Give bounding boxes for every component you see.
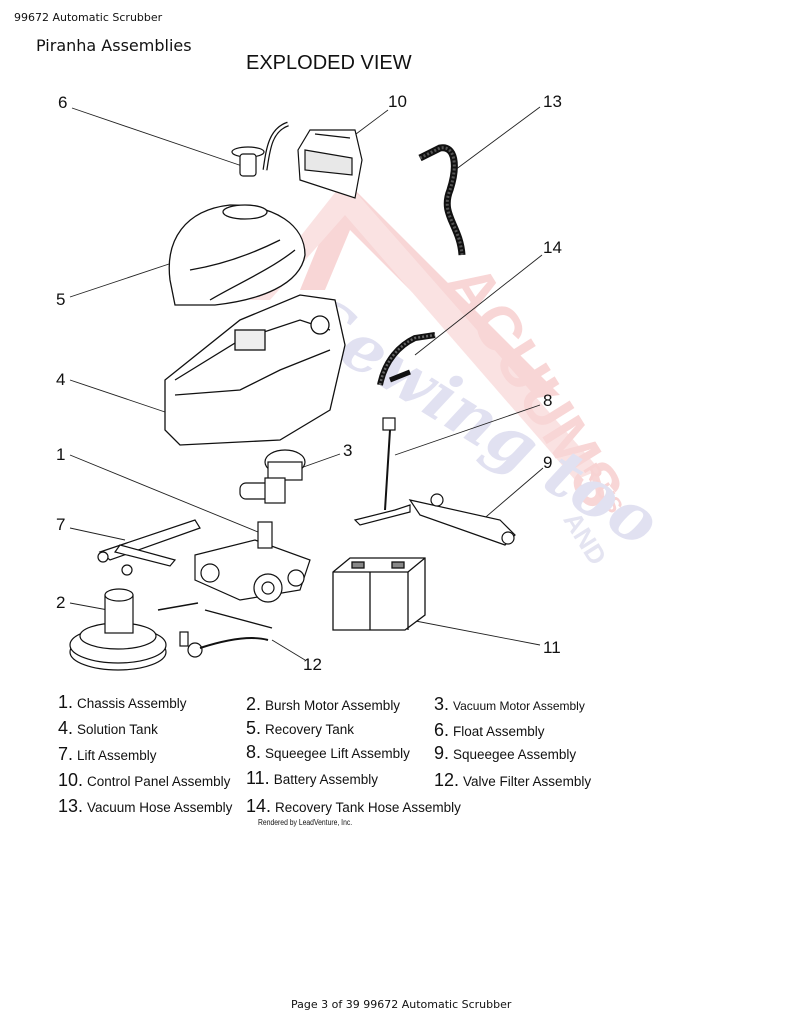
callout-3: 3 — [343, 441, 352, 460]
legend-label: Chassis Assembly — [77, 696, 187, 711]
document-header: 99672 Automatic Scrubber — [14, 11, 163, 24]
callout-11: 11 — [543, 638, 561, 657]
legend-label: Valve Filter Assembly — [463, 774, 592, 789]
squeegee-lift-part — [353, 417, 411, 526]
legend-num: 2. — [246, 694, 262, 714]
legend-num: 9. — [434, 743, 450, 763]
legend-num: 14. — [246, 796, 272, 816]
legend-item: 9.Squeegee Assembly — [434, 743, 576, 764]
legend-item: 8.Squeegee Lift Assembly — [246, 742, 410, 763]
legend-label: Squeegee Assembly — [453, 747, 577, 762]
legend-num: 3. — [434, 694, 450, 714]
diagram-title: EXPLODED VIEW — [246, 52, 412, 74]
float-assembly-part — [231, 121, 290, 177]
render-credit: Rendered by LeadVenture, Inc. — [258, 818, 353, 827]
callout-6: 6 — [58, 93, 67, 112]
legend-item: 1.Chassis Assembly — [58, 692, 187, 713]
lift-assembly-part — [97, 519, 201, 576]
legend-num: 13. — [58, 796, 84, 816]
legend-label: Recovery Tank — [265, 722, 355, 737]
legend-label: Bursh Motor Assembly — [265, 698, 401, 713]
callout-10: 10 — [388, 92, 407, 111]
recovery-tank-part — [168, 204, 306, 306]
legend-num: 1. — [58, 692, 74, 712]
legend-item: 12.Valve Filter Assembly — [434, 770, 591, 791]
legend-num: 10. — [58, 770, 84, 790]
legend-label: Squeegee Lift Assembly — [265, 746, 410, 761]
legend-item: 5.Recovery Tank — [246, 718, 354, 739]
section-title: Piranha Assemblies — [36, 36, 192, 55]
legend-num: 4. — [58, 718, 74, 738]
solution-tank-part — [164, 294, 346, 446]
legend-num: 5. — [246, 718, 262, 738]
control-panel-part — [297, 129, 363, 199]
legend-label: Float Assembly — [453, 724, 545, 739]
legend-item: 11.Battery Assembly — [246, 768, 378, 789]
legend-item: 14.Recovery Tank Hose Assembly — [246, 796, 461, 817]
callout-13: 13 — [543, 92, 562, 111]
legend-item: 3.Vacuum Motor Assembly — [434, 694, 585, 715]
chassis-part — [194, 521, 311, 603]
callout-5: 5 — [56, 290, 65, 309]
callout-4: 4 — [56, 370, 65, 389]
callout-7: 7 — [56, 515, 65, 534]
legend-num: 11. — [246, 768, 270, 788]
legend-item: 4.Solution Tank — [58, 718, 158, 739]
callout-8: 8 — [543, 391, 552, 410]
callout-14: 14 — [543, 238, 562, 257]
legend-item: 2.Bursh Motor Assembly — [246, 694, 400, 715]
squeegee-assembly-part — [408, 493, 516, 546]
legend-label: Lift Assembly — [77, 748, 157, 763]
callout-numbers: 1 2 3 4 5 6 7 8 9 10 11 12 13 14 — [56, 92, 562, 674]
legend-label: Recovery Tank Hose Assembly — [275, 800, 461, 815]
legend-label: Vacuum Motor Assembly — [453, 699, 585, 713]
leader-lines — [69, 106, 544, 661]
vacuum-hose-part — [418, 144, 466, 256]
legend-label: Control Panel Assembly — [87, 774, 231, 789]
vacuum-motor-part — [239, 449, 306, 504]
legend-item: 7.Lift Assembly — [58, 744, 157, 765]
battery-part — [332, 557, 426, 631]
callout-1: 1 — [56, 445, 65, 464]
legend-item: 13.Vacuum Hose Assembly — [58, 796, 232, 817]
callout-9: 9 — [543, 453, 552, 472]
legend-num: 7. — [58, 744, 74, 764]
brush-motor-part — [69, 588, 167, 671]
legend-item: 10.Control Panel Assembly — [58, 770, 230, 791]
legend-label: Solution Tank — [77, 722, 158, 737]
legend-label: Battery Assembly — [273, 772, 378, 787]
recovery-tank-hose-part — [377, 332, 436, 386]
legend-num: 6. — [434, 720, 450, 740]
valve-filter-part — [179, 631, 269, 658]
legend-num: 8. — [246, 742, 262, 762]
callout-12: 12 — [303, 655, 322, 674]
page-footer: Page 3 of 39 99672 Automatic Scrubber — [291, 998, 512, 1011]
legend-item: 6.Float Assembly — [434, 720, 545, 741]
rod-parts — [157, 602, 273, 629]
callout-2: 2 — [56, 593, 65, 612]
legend-num: 12. — [434, 770, 460, 790]
legend-label: Vacuum Hose Assembly — [87, 800, 233, 815]
